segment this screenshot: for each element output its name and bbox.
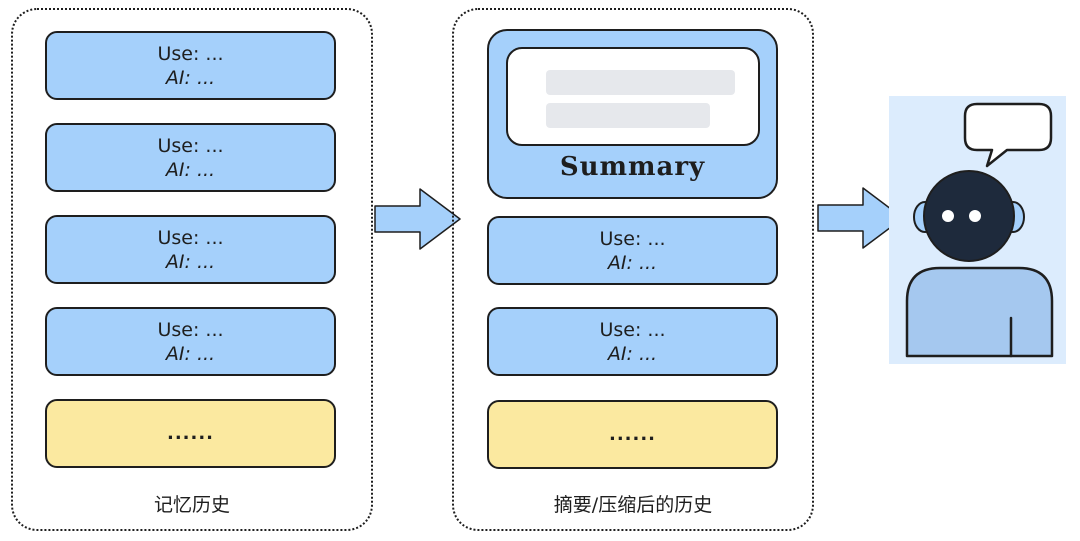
summary-content — [506, 47, 760, 146]
speech-bubble-icon — [963, 102, 1053, 168]
ai-line: AI: ... — [165, 66, 216, 89]
ai-line: AI: ... — [165, 342, 216, 365]
compressed-history-panel — [452, 8, 814, 531]
compressed-message-2: Use: ... AI: ... — [487, 307, 778, 376]
ai-line: AI: ... — [607, 342, 658, 365]
memory-history-caption: 记忆历史 — [153, 494, 230, 516]
ai-line: AI: ... — [165, 158, 216, 181]
history-message-4: Use: ... AI: ... — [45, 307, 336, 376]
history-message-2: Use: ... AI: ... — [45, 123, 336, 192]
compressed-message-1: Use: ... AI: ... — [487, 216, 778, 285]
compressed-history-caption: 摘要/压缩后的历史 — [553, 494, 713, 516]
summary-label: Summary — [559, 152, 706, 182]
memory-history-panel — [11, 8, 373, 531]
user-line: Use: ... — [599, 227, 666, 250]
ai-line: AI: ... — [165, 250, 216, 273]
history-message-3: Use: ... AI: ... — [45, 215, 336, 284]
summary-text-placeholder — [546, 70, 735, 95]
user-line: Use: ... — [157, 318, 224, 341]
user-line: Use: ... — [157, 226, 224, 249]
arrow-right-icon — [817, 187, 904, 249]
history-message-1: Use: ... AI: ... — [45, 31, 336, 100]
ai-line: AI: ... — [607, 251, 658, 274]
arrow-right-icon — [374, 188, 461, 250]
robot-icon — [905, 102, 1054, 358]
user-line: Use: ... — [599, 318, 666, 341]
user-line: Use: ... — [157, 42, 224, 65]
history-more: ...... — [45, 399, 336, 468]
compressed-more: ...... — [487, 400, 778, 469]
summary-text-placeholder — [546, 103, 710, 128]
user-line: Use: ... — [157, 134, 224, 157]
